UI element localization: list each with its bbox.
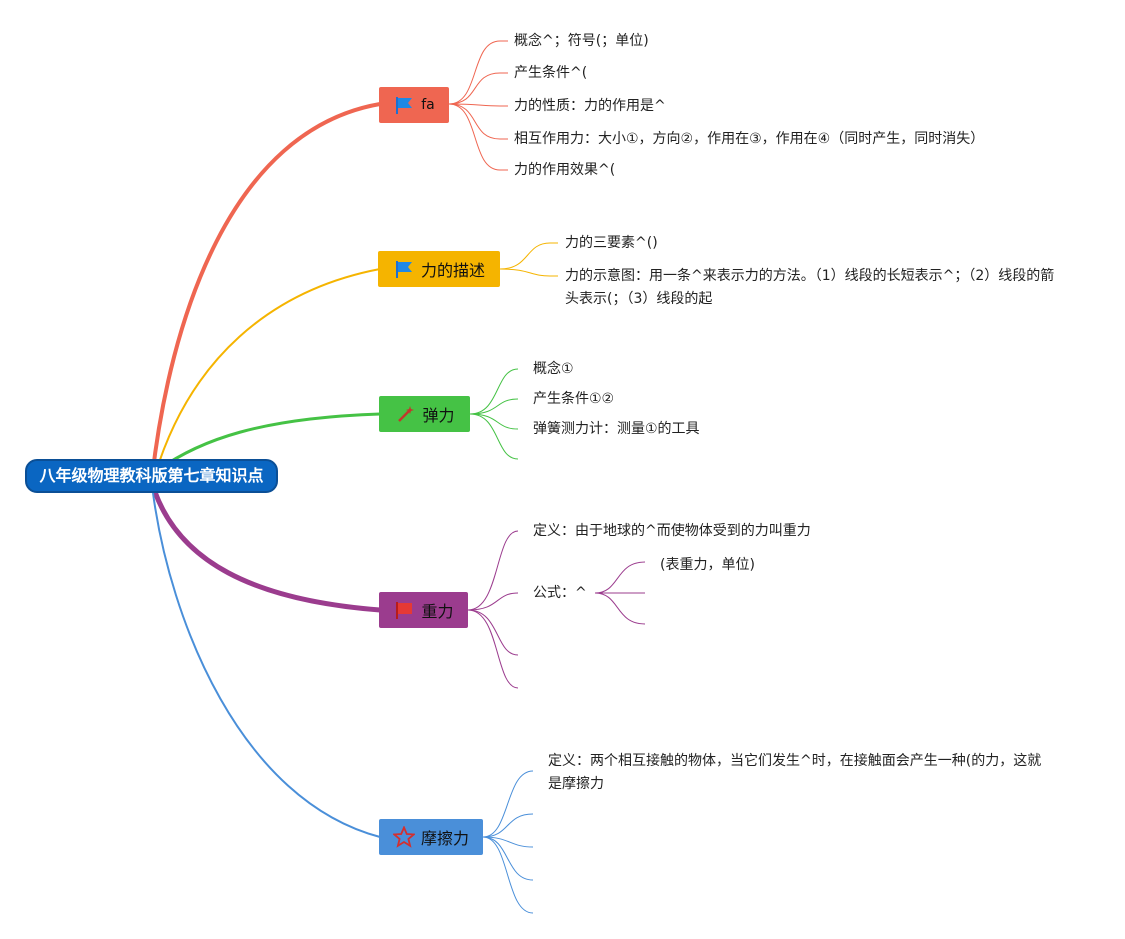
leaf-gravity-2[interactable]: 公式：^ — [533, 585, 587, 601]
leaf-elastic-2[interactable]: 产生条件①② — [533, 391, 615, 407]
topic-label: 摩擦力 — [420, 829, 469, 848]
leaf-friction-1[interactable]: 定义：两个相互接触的物体，当它们发生^时，在接触面会产生一种(的力，这就是摩擦力 — [548, 753, 1042, 792]
root-topic[interactable]: 八年级物理教科版第七章知识点 — [25, 459, 278, 493]
leaf-fa-5[interactable]: 力的作用效果^( — [514, 162, 616, 178]
connectors-elastic — [469, 368, 519, 460]
magic-wand-icon — [394, 403, 416, 425]
leaf-fa-1[interactable]: 概念^；符号(；单位) — [514, 33, 649, 49]
connector-root-desc — [154, 268, 381, 476]
blue-flag-icon — [393, 258, 415, 280]
topic-friction[interactable]: 摩擦力 — [379, 819, 483, 855]
topic-gravity[interactable]: 重力 — [379, 592, 468, 628]
leaf-fa-2[interactable]: 产生条件^( — [514, 65, 588, 81]
leaf-desc-1[interactable]: 力的三要素^() — [565, 235, 658, 251]
topic-fa[interactable]: fa — [379, 87, 449, 123]
leaf-gravity-formula-1[interactable]: (表重力，单位) — [660, 557, 755, 573]
connector-root-fa — [150, 102, 381, 479]
leaf-fa-4[interactable]: 相互作用力：大小①，方向②，作用在③，作用在④（同时产生，同时消失） — [514, 131, 985, 147]
leaf-desc-2[interactable]: 力的示意图：用一条^来表示力的方法。（1）线段的长短表示^；（2）线段的箭头表示… — [565, 268, 1055, 307]
leaf-fa-3[interactable]: 力的性质：力的作用是^ — [514, 98, 666, 114]
blue-flag-icon — [393, 94, 415, 116]
topic-label: 重力 — [421, 602, 454, 621]
topic-label: 弹力 — [422, 406, 455, 425]
connectors-gravity — [467, 530, 646, 689]
leaf-elastic-1[interactable]: 概念① — [533, 361, 574, 377]
topic-force-description[interactable]: 力的描述 — [378, 251, 500, 287]
connectors-desc — [499, 242, 558, 277]
star-icon — [392, 826, 415, 848]
leaf-elastic-3[interactable]: 弹簧测力计：测量①的工具 — [533, 421, 700, 437]
connectors-friction — [482, 770, 534, 914]
topic-elastic-force[interactable]: 弹力 — [379, 396, 470, 432]
leaf-gravity-1[interactable]: 定义：由于地球的^而使物体受到的力叫重力 — [533, 523, 811, 539]
topic-label: fa — [421, 97, 435, 113]
topic-label: 力的描述 — [420, 261, 485, 280]
connector-root-gravity — [152, 491, 381, 613]
connector-root-friction — [152, 492, 381, 838]
connectors-fa — [448, 40, 508, 171]
red-flag-icon — [393, 599, 415, 621]
